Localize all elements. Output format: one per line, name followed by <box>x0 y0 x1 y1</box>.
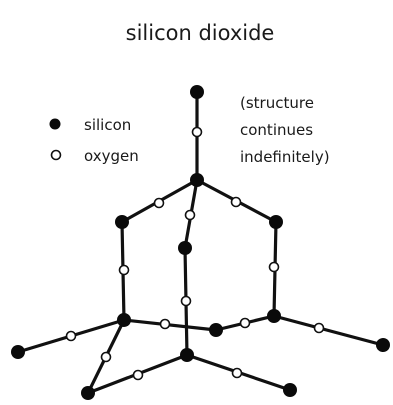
legend: silicon oxygen <box>49 116 139 165</box>
oxygen-atom <box>132 369 144 381</box>
silicon-atom <box>209 323 223 337</box>
silicon-atoms <box>11 85 390 400</box>
oxygen-atoms <box>65 126 325 381</box>
oxygen-atom <box>231 367 243 379</box>
oxygen-atom <box>153 197 165 209</box>
oxygen-atom <box>184 209 196 221</box>
oxygen-atom <box>100 351 112 363</box>
legend-oxygen-marker <box>50 149 62 161</box>
silicon-atom <box>11 345 25 359</box>
oxygen-atom <box>230 196 242 208</box>
note-line-3: indefinitely) <box>240 148 330 166</box>
silicon-atom <box>180 348 194 362</box>
silicon-atom <box>178 241 192 255</box>
structure-note: (structure continues indefinitely) <box>240 94 330 166</box>
silicon-atom <box>190 173 204 187</box>
note-line-2: continues <box>240 121 313 139</box>
oxygen-atom <box>180 295 192 307</box>
oxygen-atom <box>268 261 280 273</box>
bond <box>272 314 385 347</box>
oxygen-atom <box>65 330 77 342</box>
bonds <box>16 90 385 395</box>
silicon-atom <box>81 386 95 400</box>
oxygen-atom <box>239 317 251 329</box>
oxygen-atom <box>313 322 325 334</box>
silicon-atom <box>283 383 297 397</box>
legend-silicon-marker <box>49 118 61 130</box>
oxygen-atom <box>191 126 203 138</box>
note-line-1: (structure <box>240 94 314 112</box>
legend-silicon-label: silicon <box>84 116 131 134</box>
diagram-title: silicon dioxide <box>126 21 275 45</box>
silicon-atom <box>269 215 283 229</box>
oxygen-atom <box>159 318 171 330</box>
legend-oxygen-label: oxygen <box>84 147 139 165</box>
silicon-atom <box>376 338 390 352</box>
silicon-atom <box>115 215 129 229</box>
silicon-atom <box>117 313 131 327</box>
silicon-atom <box>190 85 204 99</box>
oxygen-atom <box>118 264 130 276</box>
silicon-atom <box>267 309 281 323</box>
